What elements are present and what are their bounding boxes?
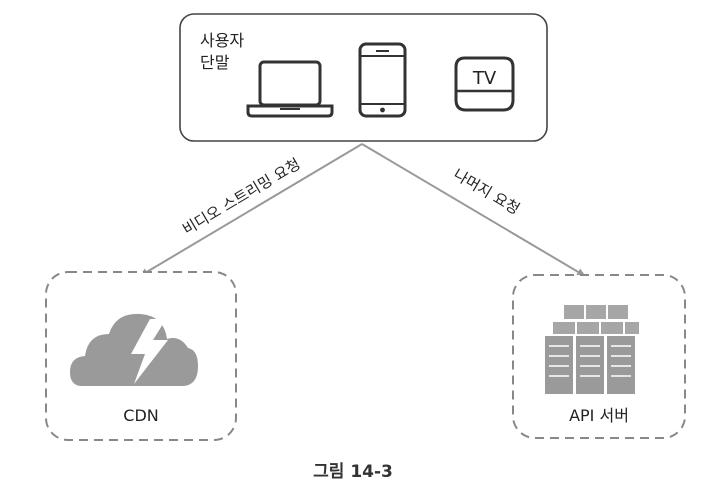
tablet-icon <box>358 42 407 118</box>
user-devices-group: 사용자 단말 TV <box>179 13 548 142</box>
user-devices-label-line2: 단말 <box>200 53 230 72</box>
laptop-icon <box>246 60 334 118</box>
user-devices-label-line1: 사용자 <box>200 31 244 50</box>
other-requests-label: 나머지 요청 <box>450 165 523 218</box>
video-streaming-label: 비디오 스트리밍 요청 <box>179 155 303 239</box>
api-server-group: API 서버 <box>512 274 686 439</box>
tv-label: TV <box>472 68 497 89</box>
video-streaming-edge: 비디오 스트리밍 요청 <box>139 143 363 277</box>
cloud-lightning-icon <box>70 313 198 386</box>
other-requests-edge: 나머지 요청 <box>361 143 586 277</box>
other-requests-arrow <box>361 143 586 277</box>
cdn-label: CDN <box>123 406 158 425</box>
cdn-group: CDN <box>45 271 237 441</box>
figure-caption: 그림 14-3 <box>313 462 393 482</box>
tv-box-icon: TV <box>454 56 515 112</box>
api-server-label: API 서버 <box>569 406 629 425</box>
video-streaming-arrow <box>139 143 363 277</box>
server-rack-icon <box>545 305 639 394</box>
